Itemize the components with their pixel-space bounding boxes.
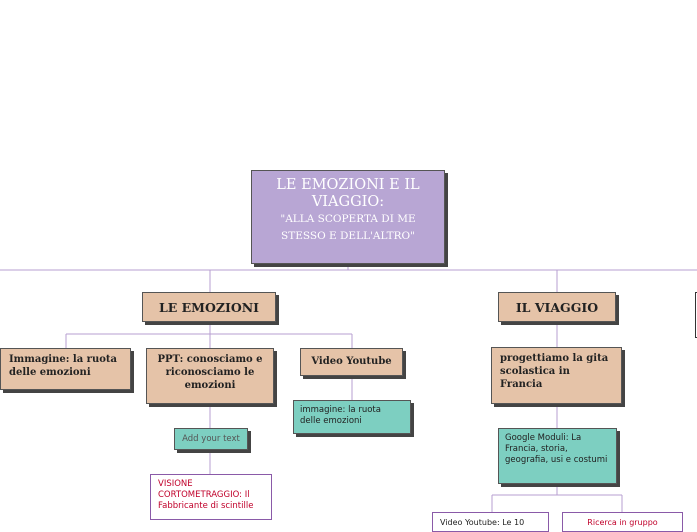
video-child-ruota[interactable]: immagine: la ruota delle emozioni bbox=[293, 400, 411, 434]
subtopic-ppt-emozioni[interactable]: PPT: conosciamo e riconosciamo le emozio… bbox=[146, 348, 274, 404]
video-youtube-le-10-node[interactable]: Video Youtube: Le 10 bbox=[432, 512, 549, 532]
connector-lines bbox=[0, 264, 697, 512]
topic-le-emozioni[interactable]: LE EMOZIONI bbox=[142, 292, 276, 322]
central-topic[interactable]: LE EMOZIONI E IL VIAGGIO: "ALLA SCOPERTA… bbox=[251, 170, 445, 264]
subtopic-gita-francia[interactable]: progettiamo la gita scolastica in Franci… bbox=[491, 347, 622, 404]
visione-cortometraggio-node[interactable]: VISIONE CORTOMETRAGGIO: Il Fabbricante d… bbox=[150, 474, 272, 520]
google-moduli-node[interactable]: Google Moduli: La Francia, storia, geogr… bbox=[498, 428, 617, 484]
subtopic-video-youtube[interactable]: Video Youtube bbox=[300, 348, 403, 376]
central-topic-title: LE EMOZIONI E IL VIAGGIO: bbox=[276, 177, 420, 210]
subtopic-ruota-emozioni[interactable]: Immagine: la ruota delle emozioni bbox=[0, 348, 131, 390]
central-topic-subtitle: "ALLA SCOPERTA DI ME STESSO E DELL'ALTRO… bbox=[280, 213, 416, 242]
topic-il-viaggio[interactable]: IL VIAGGIO bbox=[498, 292, 616, 322]
ricerca-in-gruppo-node[interactable]: Ricerca in gruppo bbox=[562, 512, 683, 532]
ppt-child-placeholder[interactable]: Add your text bbox=[174, 428, 248, 450]
offscreen-topic-edge bbox=[695, 292, 697, 338]
